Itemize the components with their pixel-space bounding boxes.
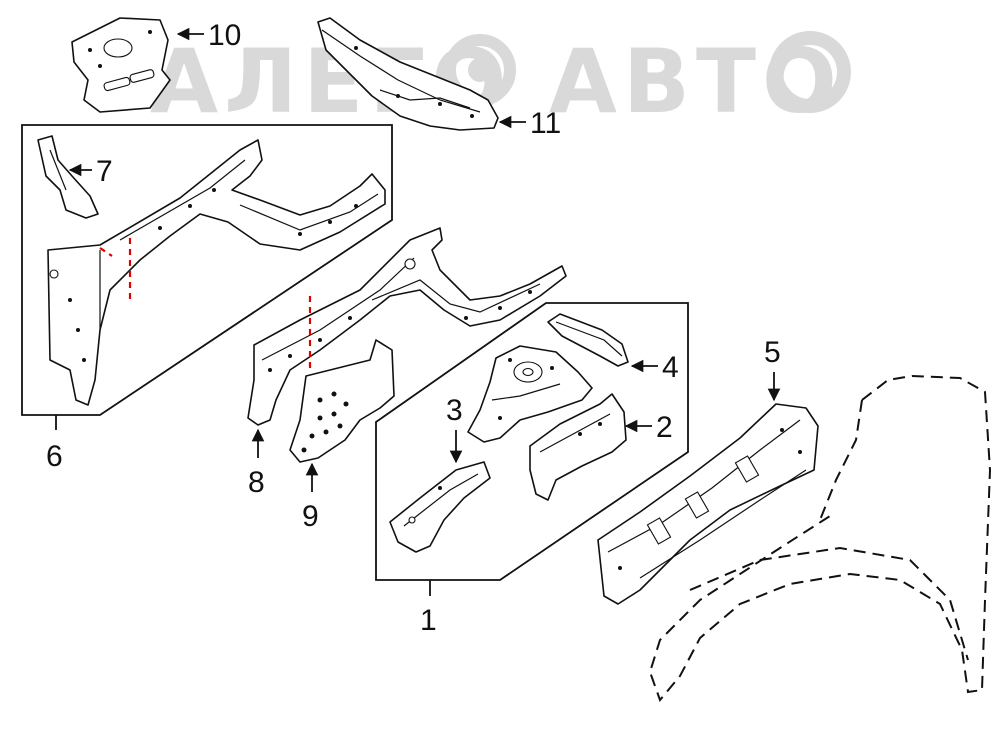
callout-label-10: 10 xyxy=(208,19,241,52)
callout-9: 9 xyxy=(302,462,319,533)
part-11-brace xyxy=(317,17,499,131)
callout-label-5: 5 xyxy=(764,336,781,369)
part-7-bracket xyxy=(37,135,99,219)
callout-label-9: 9 xyxy=(302,500,319,533)
callout-10: 10 xyxy=(176,19,241,52)
callout-label-4: 4 xyxy=(662,351,679,384)
callout-label-6: 6 xyxy=(46,440,63,473)
callout-2: 2 xyxy=(624,411,673,444)
part-3-lower-bracket xyxy=(389,461,491,553)
assembly-box-1 xyxy=(375,302,689,581)
callout-1: 1 xyxy=(420,580,437,637)
callout-8: 8 xyxy=(248,428,265,499)
part-9-panel xyxy=(289,339,395,463)
callout-label-8: 8 xyxy=(248,466,265,499)
callout-4: 4 xyxy=(630,351,679,384)
part-8-rail xyxy=(247,227,567,426)
callout-label-2: 2 xyxy=(656,411,673,444)
callout-label-1: 1 xyxy=(420,604,437,637)
part-1-strut-housing xyxy=(467,345,593,443)
fender-outline xyxy=(648,374,992,702)
part-4-bracket xyxy=(547,313,629,367)
callout-6: 6 xyxy=(46,415,63,473)
part-5-side-rail xyxy=(597,403,819,605)
callout-3: 3 xyxy=(446,394,463,464)
callout-label-11: 11 xyxy=(530,107,561,140)
callout-7: 7 xyxy=(68,155,113,188)
callout-label-3: 3 xyxy=(446,394,463,427)
callout-11: 11 xyxy=(498,107,561,140)
callout-5: 5 xyxy=(764,336,781,402)
callout-label-7: 7 xyxy=(96,155,113,188)
part-10-bracket xyxy=(71,17,171,113)
watermark-o-ring xyxy=(769,31,851,113)
part-6-apron-rail xyxy=(47,139,386,406)
part-2-rail-extension xyxy=(529,393,627,501)
assembly-box-6 xyxy=(21,124,393,416)
